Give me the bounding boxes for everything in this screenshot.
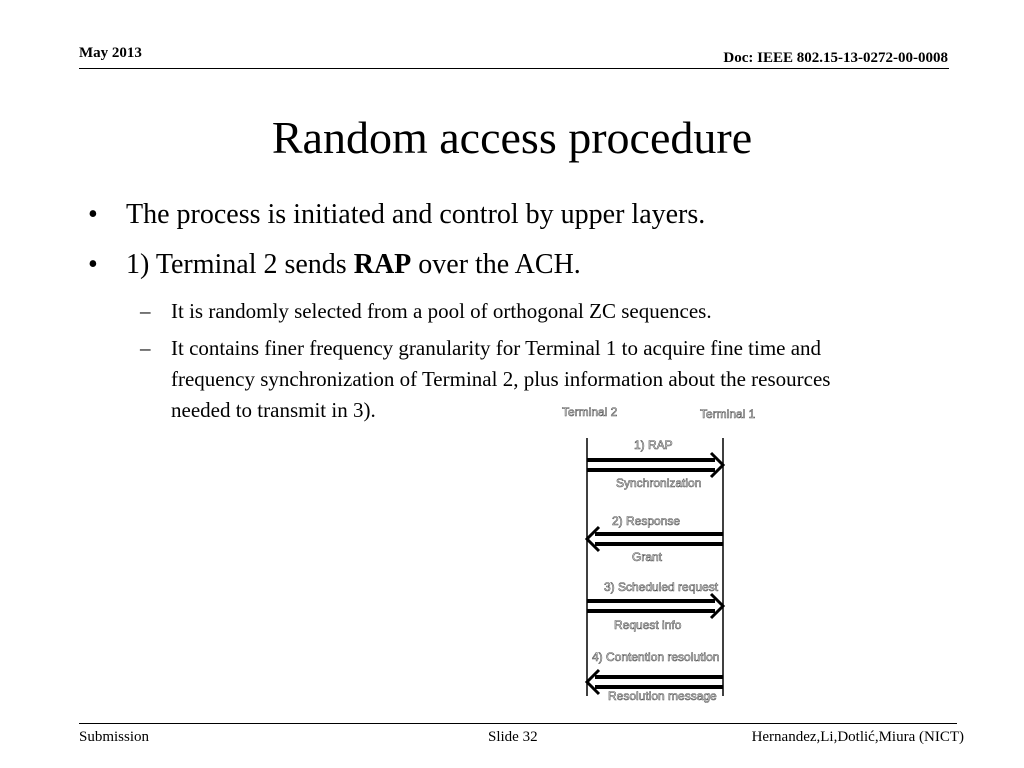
- bullet-text-pre: 1) Terminal 2 sends: [126, 249, 354, 280]
- bullet-list: • The process is initiated and control b…: [88, 196, 948, 432]
- sub-bullet-text: It contains finer frequency granularity …: [171, 336, 831, 422]
- lifeline-left-label: Terminal 2: [562, 405, 618, 420]
- bullet-text: The process is initiated and control by …: [126, 199, 706, 230]
- bullet-text-bold: RAP: [353, 249, 412, 280]
- footer-submission: Submission: [79, 729, 150, 745]
- sequence-diagram-graphic: [584, 438, 726, 696]
- bullet-text-post: over the ACH.: [411, 249, 581, 280]
- arrow-2-label-below: Grant: [632, 550, 663, 565]
- bullet-item: • 1) Terminal 2 sends RAP over the ACH.: [88, 246, 948, 284]
- sequence-diagram: Terminal 2 Terminal 1 1) RAP Synchroniza…: [550, 400, 770, 704]
- arrow-1-label-above: 1) RAP: [634, 438, 673, 453]
- sub-bullet-item: – It is randomly selected from a pool of…: [88, 296, 861, 327]
- slide-title: Random access procedure: [271, 112, 753, 163]
- sub-bullet-marker: –: [140, 299, 151, 323]
- bullet-marker: •: [88, 249, 98, 280]
- sub-bullet-marker: –: [140, 336, 151, 360]
- arrow-1-label-below: Synchronization: [616, 476, 702, 491]
- arrow-4-label-above: 4) Contention resolution: [592, 650, 720, 665]
- message-arrow-3: [587, 592, 726, 620]
- sub-bullet-item: – It contains finer frequency granularit…: [88, 333, 861, 426]
- header-doc-id: Doc: IEEE 802.15-13-0272-00-0008: [723, 50, 948, 66]
- header-date: May 2013: [79, 45, 142, 61]
- footer-authors: Hernandez,Li,Dotlić,Miura (NICT): [751, 729, 964, 745]
- arrow-4-label-below: Resolution message: [608, 689, 717, 704]
- message-arrow-1: [587, 451, 726, 479]
- bullet-marker: •: [88, 199, 98, 230]
- header-divider: [79, 68, 949, 69]
- message-arrow-4: [584, 668, 723, 696]
- bullet-item: • The process is initiated and control b…: [88, 196, 948, 234]
- arrow-3-label-above: 3) Scheduled request: [604, 580, 719, 595]
- arrow-3-label-below: Request info: [614, 618, 682, 633]
- lifeline-right-label: Terminal 1: [700, 407, 756, 422]
- message-arrow-2: [584, 525, 723, 553]
- footer-slide-number: Slide 32: [488, 729, 538, 745]
- arrow-2-label-above: 2) Response: [612, 514, 681, 529]
- sub-bullet-text: It is randomly selected from a pool of o…: [171, 299, 712, 323]
- footer-divider: [79, 723, 957, 724]
